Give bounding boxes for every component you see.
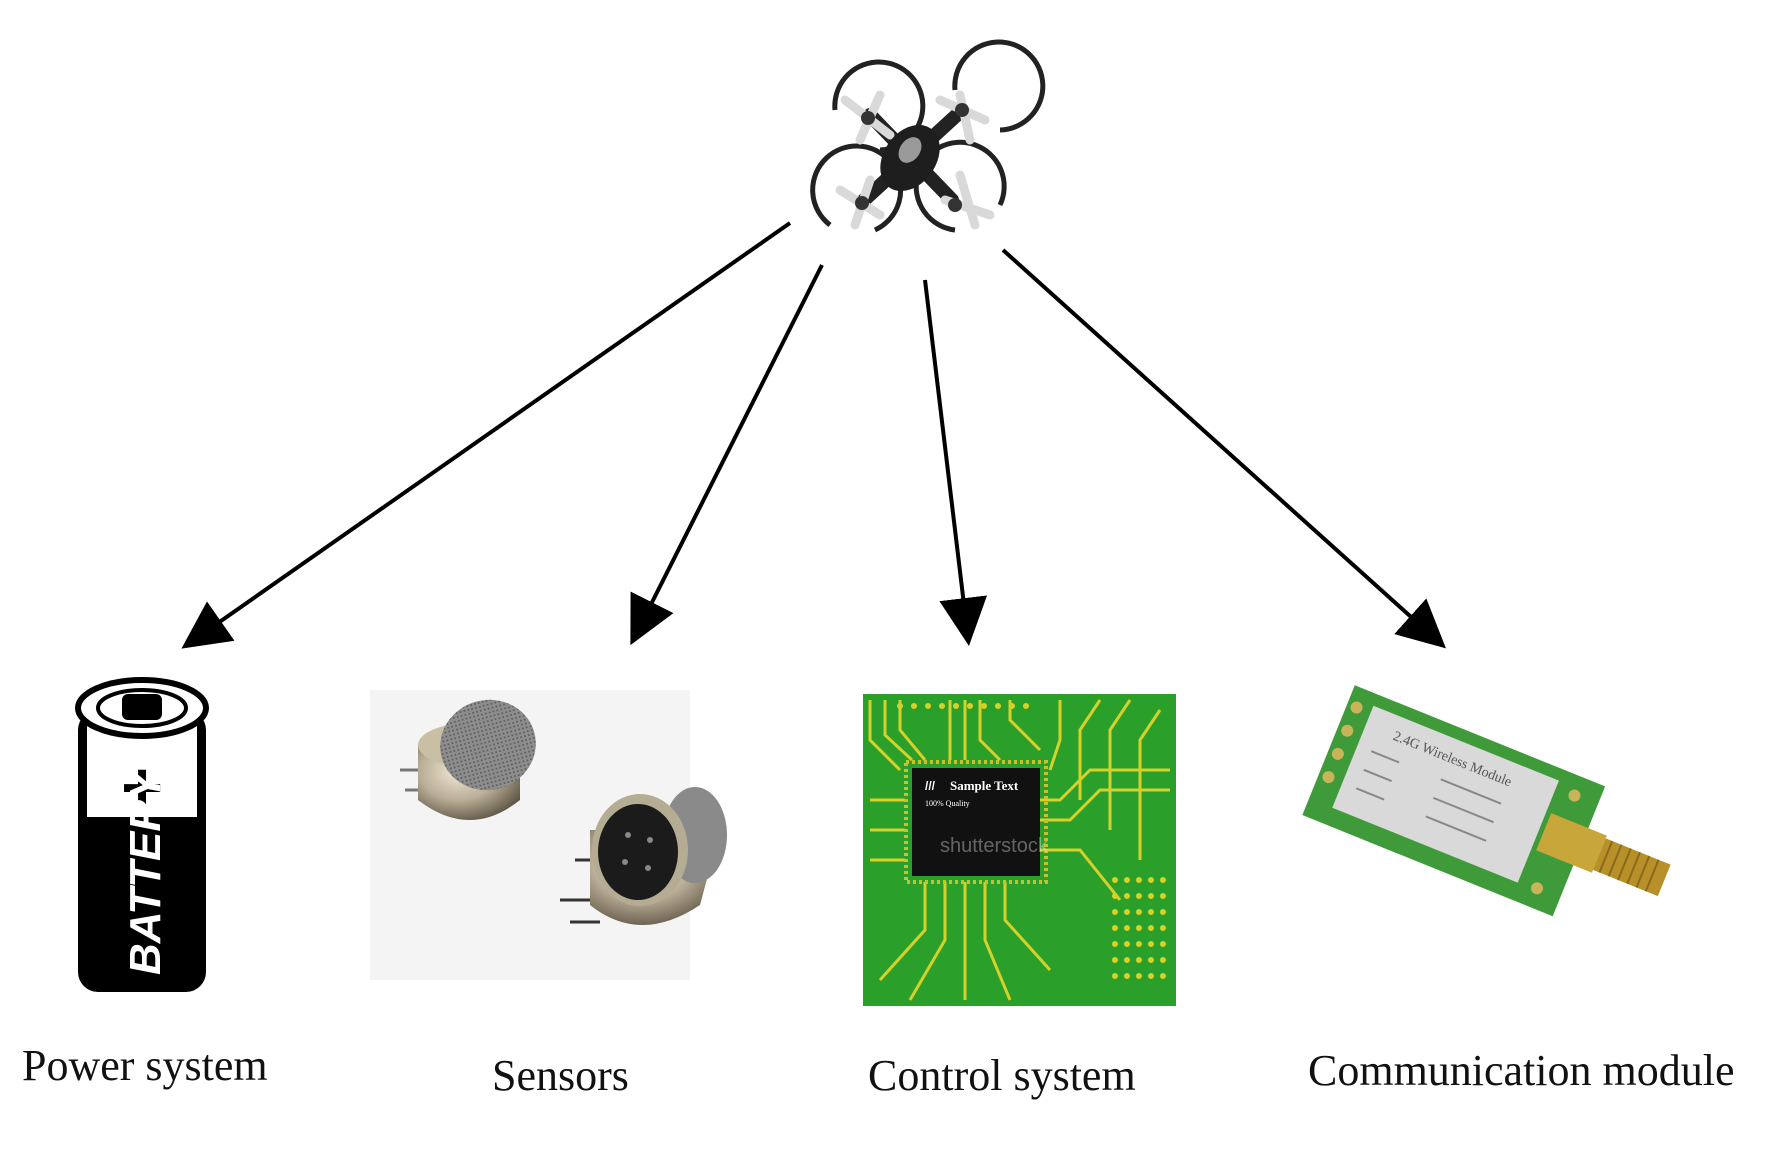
- pcb-pad: [1124, 909, 1130, 915]
- pcb-trace: [1108, 699, 1132, 830]
- pcb-pad: [1124, 877, 1130, 883]
- pcb-pad: [1112, 925, 1118, 931]
- pcb-pad: [1148, 877, 1154, 883]
- arrow-to-sensors: [630, 264, 824, 646]
- pcb-trace: [883, 700, 914, 762]
- pcb-pad: [1148, 909, 1154, 915]
- pcb-pad: [1124, 973, 1130, 979]
- pcb-pad: [1160, 925, 1166, 931]
- battery-label-text: BATTERY: [121, 768, 170, 975]
- label-communication-module: Communication module: [1308, 1046, 1735, 1095]
- pcb-trace: [1040, 788, 1170, 822]
- pcb-pad: [1136, 909, 1142, 915]
- pcb-pad: [1124, 941, 1130, 947]
- pcb-pad: [1160, 957, 1166, 963]
- pcb-pad: [1160, 941, 1166, 947]
- pcb-trace: [908, 882, 947, 1001]
- pcb-pad: [1112, 957, 1118, 963]
- pcb-pad: [1136, 973, 1142, 979]
- pcb-trace: [1048, 700, 1062, 771]
- pcb-trace: [1040, 848, 1122, 901]
- pcb-pad: [1160, 893, 1166, 899]
- pcb-pad: [981, 703, 987, 709]
- pcb-pad: [1112, 877, 1118, 883]
- pcb-pad: [1148, 973, 1154, 979]
- pcb-pad: [1112, 941, 1118, 947]
- pcb-trace: [1138, 709, 1162, 860]
- pcb-pad: [1124, 957, 1130, 963]
- pcb-pad: [1160, 877, 1166, 883]
- label-power-system: Power system: [22, 1041, 268, 1090]
- watermark-text: shutterstock: [940, 835, 1049, 857]
- pcb-pad: [1009, 703, 1015, 709]
- circuit-board-chip-icon: Sample Text /// 100% Quality shutterstoc…: [863, 694, 1176, 1006]
- pcb-pad: [1112, 973, 1118, 979]
- pcb-pad: [1148, 893, 1154, 899]
- pcb-pad: [1148, 941, 1154, 947]
- pcb-trace: [1003, 882, 1052, 972]
- pcb-pad: [939, 703, 945, 709]
- wireless-module-icon: 2.4G Wireless Module: [1302, 685, 1671, 917]
- pcb-trace: [878, 882, 927, 982]
- pcb-trace: [898, 700, 927, 761]
- pcb-pad: [911, 703, 917, 709]
- arrow-to-communication-module: [1001, 248, 1446, 649]
- battery-plus-sign: +: [121, 748, 163, 828]
- pcb-pad: [1136, 941, 1142, 947]
- gas-sensor-icon: [370, 690, 727, 980]
- pcb-pad: [1023, 703, 1029, 709]
- pcb-pad: [1160, 909, 1166, 915]
- pcb-pad: [1148, 957, 1154, 963]
- pcb-pad: [897, 703, 903, 709]
- pcb-trace: [1040, 768, 1170, 802]
- pcb-trace: [983, 882, 1012, 1001]
- chip-subtext: 100% Quality: [925, 799, 970, 808]
- arrow-to-control-system: [923, 279, 988, 646]
- chip-brand-text: Sample Text: [950, 778, 1019, 793]
- pcb-pad: [1136, 957, 1142, 963]
- arrows: [181, 221, 1446, 649]
- pcb-pad: [1112, 893, 1118, 899]
- arrow-to-power-system: [181, 221, 792, 649]
- pcb-pad: [953, 703, 959, 709]
- pcb-pad: [1124, 925, 1130, 931]
- pcb-pad: [925, 703, 931, 709]
- pcb-pad: [1136, 877, 1142, 883]
- pcb-trace: [1078, 699, 1102, 800]
- pcb-pad: [1160, 973, 1166, 979]
- pcb-pad: [967, 703, 973, 709]
- pcb-trace: [868, 700, 902, 772]
- pcb-trace: [978, 700, 1002, 762]
- chip-logo-mark: ///: [925, 779, 936, 793]
- pcb-pad: [1136, 925, 1142, 931]
- pcb-pad: [1136, 893, 1142, 899]
- quadcopter-drone-icon: [810, 39, 1046, 233]
- pcb-pad: [1112, 909, 1118, 915]
- pcb-pad: [1124, 893, 1130, 899]
- pcb-pad: [995, 703, 1001, 709]
- label-sensors: Sensors: [492, 1051, 629, 1100]
- label-control-system: Control system: [868, 1051, 1136, 1100]
- battery-icon: + BATTERY: [75, 677, 209, 992]
- pcb-pad: [1148, 925, 1154, 931]
